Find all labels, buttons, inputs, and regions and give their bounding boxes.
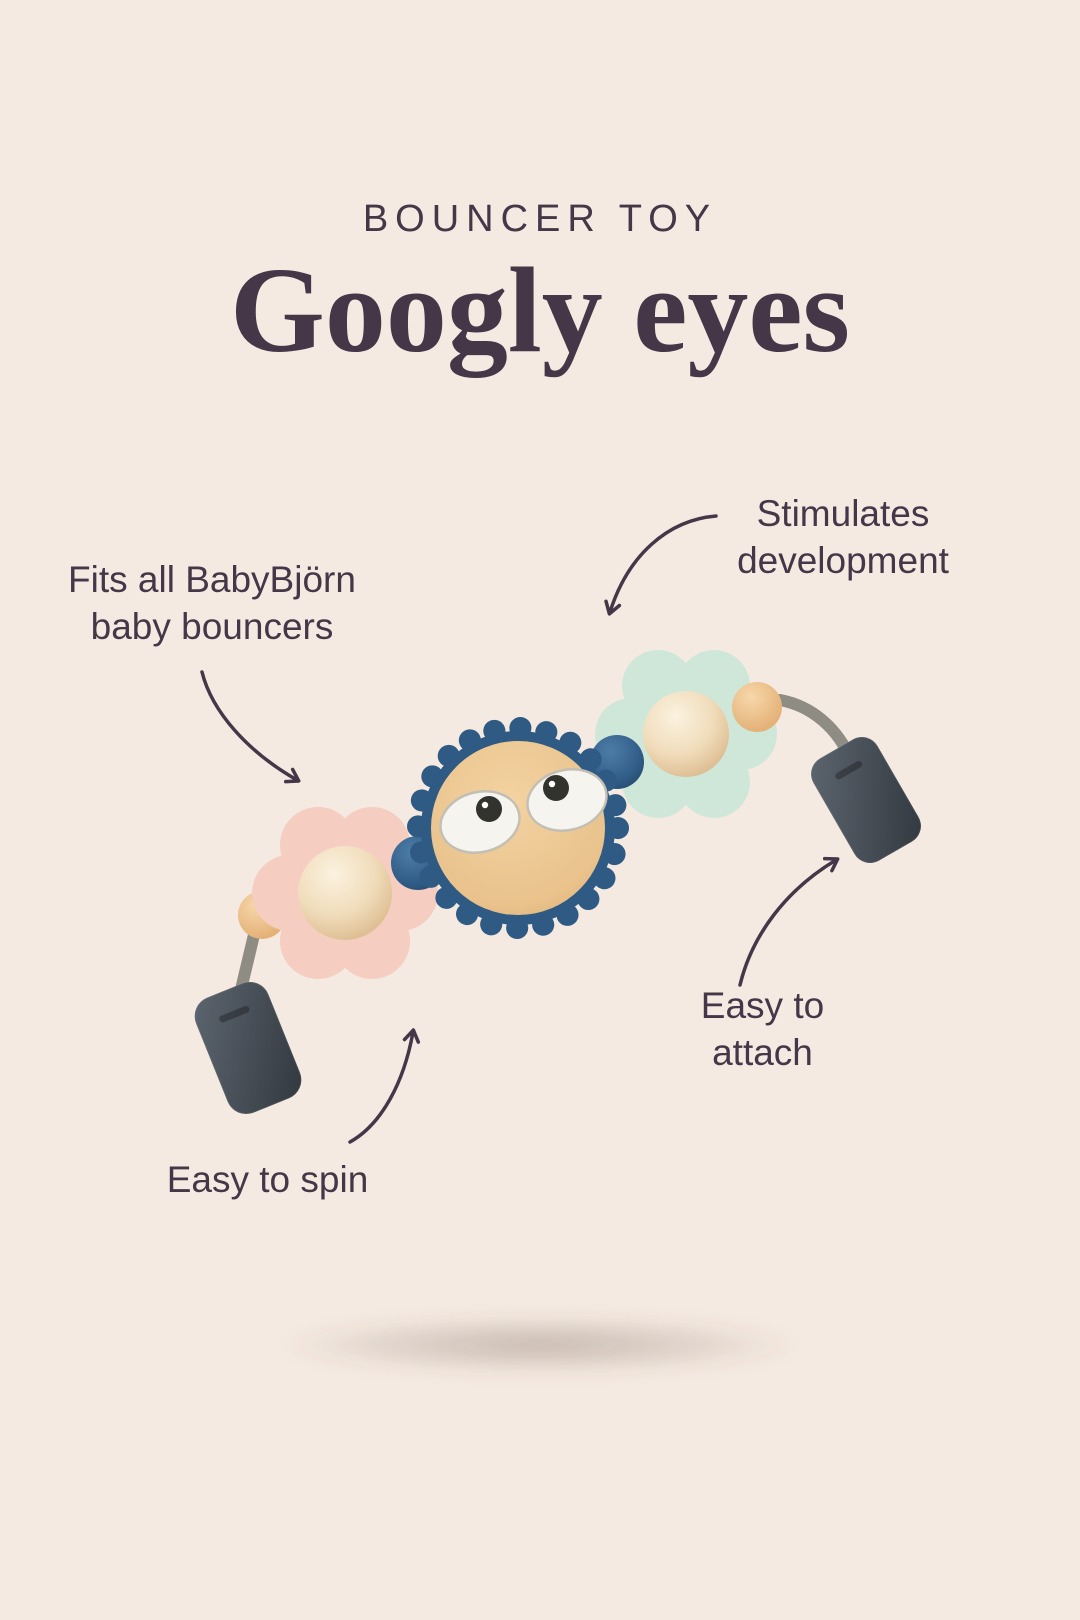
mint-flower xyxy=(595,650,777,818)
annotation-stimulates-line1: Stimulates xyxy=(756,493,930,534)
curved-arrow-icon-easy-attach xyxy=(738,856,840,987)
annotation-stimulates-line2: development xyxy=(737,540,949,582)
annotation-fits-all-line2: baby bouncers xyxy=(90,606,334,648)
category-kicker: BOUNCER TOY xyxy=(362,198,718,240)
mint-flower-wooden-center xyxy=(643,691,729,777)
left-attachment-clip xyxy=(193,980,303,1116)
right-googly-eye xyxy=(526,768,608,832)
annotation-easy-spin: Easy to spin xyxy=(115,1156,420,1203)
annotation-easy-attach-line1: Easy to xyxy=(700,985,825,1026)
annotation-easy-attach-line2: attach xyxy=(712,1032,813,1074)
annotation-easy-attach: Easy to attach xyxy=(660,982,865,1077)
annotation-stimulates: Stimulates development xyxy=(668,490,1018,585)
annotation-arrows xyxy=(200,514,840,1144)
bouncer-toy xyxy=(193,650,922,1116)
peach-bead xyxy=(732,682,782,732)
floor-shadow xyxy=(278,1315,802,1375)
face-bead-ring xyxy=(407,717,629,939)
annotation-fits-all: Fits all BabyBjörn baby bouncers xyxy=(50,556,374,651)
pink-flower-wooden-center xyxy=(298,846,392,940)
left-googly-eye xyxy=(439,790,521,854)
curved-arrow-icon-easy-spin xyxy=(348,1028,421,1144)
annotation-fits-all-line1: Fits all BabyBjörn xyxy=(68,559,356,600)
curved-arrow-icon-fits-all xyxy=(200,670,301,784)
right-attachment-clip xyxy=(810,735,922,865)
annotation-easy-spin-line1: Easy to spin xyxy=(166,1159,369,1200)
curved-arrow-icon-stimulates xyxy=(604,514,718,616)
googly-eyes-face xyxy=(407,717,629,939)
page-title: Googly eyes xyxy=(229,243,851,378)
